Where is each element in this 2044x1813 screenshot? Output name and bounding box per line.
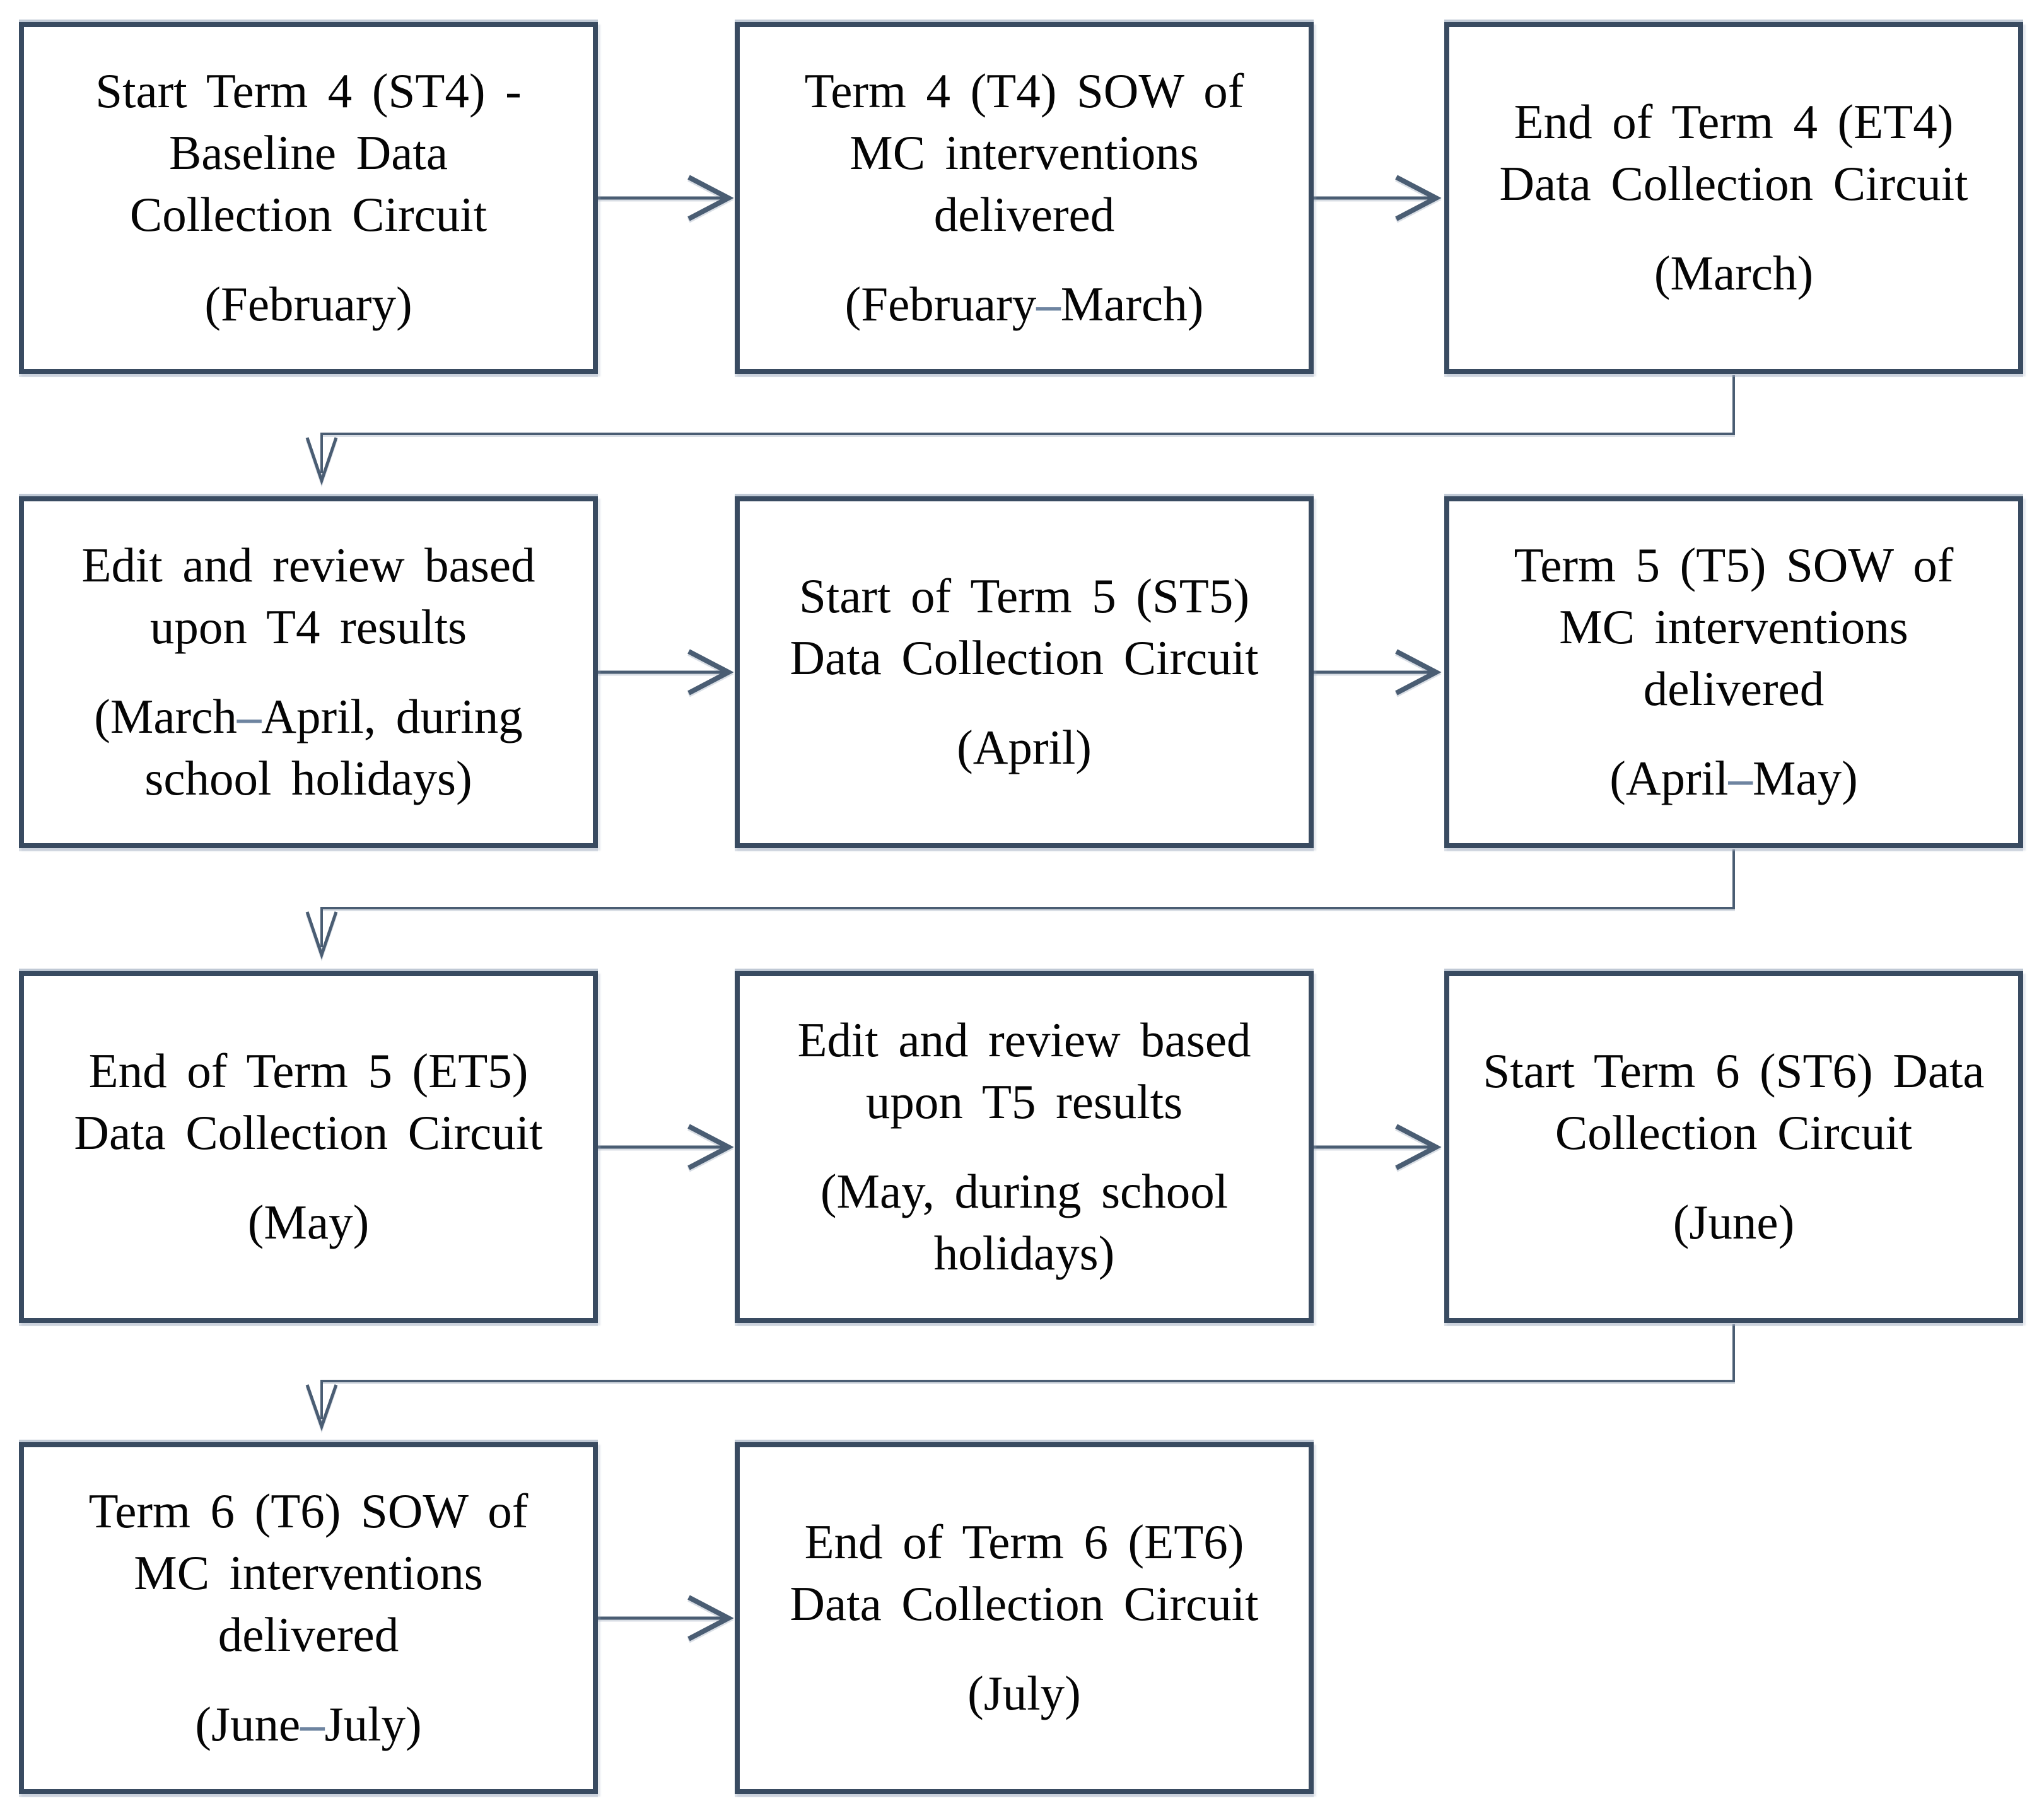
box-date: (March–April, during school holidays) <box>94 689 523 805</box>
box-title: Term 6 (T6) SOW of MC interventions deli… <box>88 1484 529 1662</box>
flow-box-t5-sow: Term 5 (T5) SOW of MC interventions deli… <box>1444 496 2023 848</box>
flow-box-st5: Start of Term 5 (ST5) Data Collection Ci… <box>735 496 1314 848</box>
arrow-t5sow-to-et5 <box>305 849 1735 960</box>
box-date: (April) <box>957 720 1092 774</box>
accent-dash: – <box>300 1696 325 1751</box>
box-date: (April–May) <box>1609 750 1858 805</box>
box-date: (June–July) <box>195 1696 422 1751</box>
box-title: Edit and review based upon T5 results <box>797 1013 1251 1129</box>
box-title: Term 5 (T5) SOW of MC interventions deli… <box>1514 538 1954 716</box>
box-title: End of Term 6 (ET6) Data Collection Circ… <box>790 1515 1259 1631</box>
box-title: Start of Term 5 (ST5) Data Collection Ci… <box>790 569 1259 685</box>
box-title: Term 4 (T4) SOW of MC interventions deli… <box>804 64 1244 242</box>
arrow-et5-to-editt5 <box>598 1124 734 1170</box>
flow-box-st6: Start Term 6 (ST6) Data Collection Circu… <box>1444 971 2023 1323</box>
flow-box-et5: End of Term 5 (ET5) Data Collection Circ… <box>19 971 598 1323</box>
box-date: (February) <box>204 276 412 331</box>
box-title: End of Term 4 (ET4) Data Collection Circ… <box>1499 95 1968 211</box>
arrow-st6-to-t6sow <box>305 1324 1735 1431</box>
box-date: (June) <box>1673 1194 1795 1249</box>
flow-box-t6-sow: Term 6 (T6) SOW of MC interventions deli… <box>19 1442 598 1794</box>
box-date: (February–March) <box>844 276 1204 331</box>
flow-box-et4: End of Term 4 (ET4) Data Collection Circ… <box>1444 22 2023 374</box>
box-date: (July) <box>967 1665 1081 1720</box>
arrow-st4-to-t4sow <box>598 175 734 221</box>
box-date: (May) <box>247 1194 370 1249</box>
flow-box-st4: Start Term 4 (ST4) - Baseline Data Colle… <box>19 22 598 374</box>
arrow-t4sow-to-et4 <box>1314 175 1442 221</box>
flow-box-t4-sow: Term 4 (T4) SOW of MC interventions deli… <box>735 22 1314 374</box>
accent-dash: – <box>1728 750 1753 805</box>
arrow-editt5-to-st6 <box>1314 1124 1442 1170</box>
accent-dash: – <box>1036 276 1061 331</box>
arrow-st5-to-t5sow <box>1314 649 1442 696</box>
box-title: Edit and review based upon T4 results <box>81 538 535 655</box>
arrow-t6sow-to-et6 <box>598 1595 734 1641</box>
box-title: End of Term 5 (ET5) Data Collection Circ… <box>74 1044 543 1160</box>
arrow-et4-to-editt4 <box>305 375 1735 486</box>
box-title: Start Term 4 (ST4) - Baseline Data Colle… <box>95 64 522 242</box>
box-title: Start Term 6 (ST6) Data Collection Circu… <box>1483 1044 1985 1160</box>
box-date: (May, during school holidays) <box>820 1164 1229 1280</box>
flow-box-edit-t4: Edit and review based upon T4 results (M… <box>19 496 598 848</box>
accent-dash: – <box>237 689 262 743</box>
flow-box-edit-t5: Edit and review based upon T5 results (M… <box>735 971 1314 1323</box>
flow-box-et6: End of Term 6 (ET6) Data Collection Circ… <box>735 1442 1314 1794</box>
arrow-editt4-to-st5 <box>598 649 734 696</box>
box-date: (March) <box>1654 245 1814 300</box>
